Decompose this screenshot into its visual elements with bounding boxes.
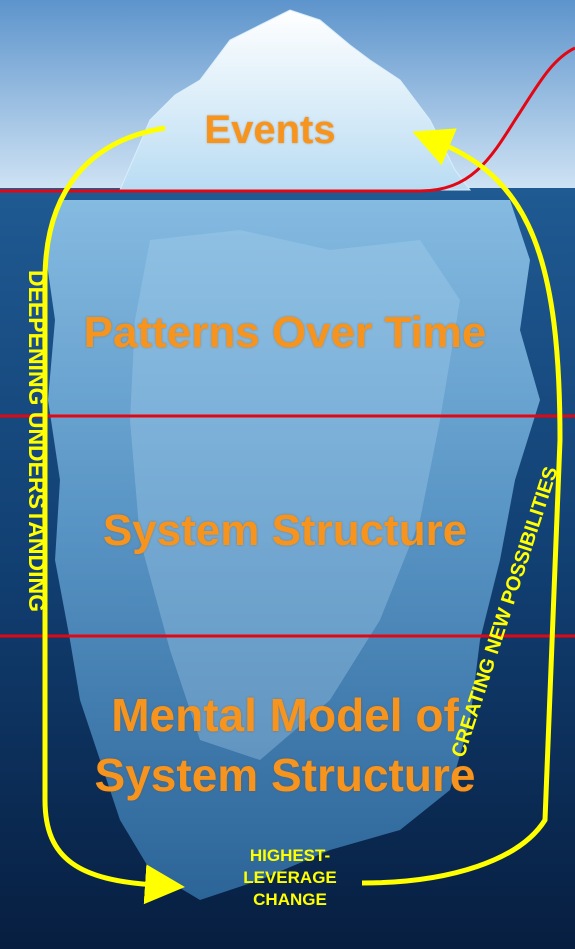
level-patterns: Patterns Over Time xyxy=(40,308,530,358)
level-events: Events xyxy=(180,108,360,153)
leverage-label: HIGHEST- LEVERAGE CHANGE xyxy=(220,845,360,911)
leverage-line-1: HIGHEST- xyxy=(220,845,360,867)
leverage-line-3: CHANGE xyxy=(220,889,360,911)
level-mental-1: Mental Model of xyxy=(60,688,510,742)
level-structure: System Structure xyxy=(60,506,510,556)
leverage-line-2: LEVERAGE xyxy=(220,867,360,889)
deepening-label: DEEPENING UNDERSTANDING xyxy=(24,211,50,671)
